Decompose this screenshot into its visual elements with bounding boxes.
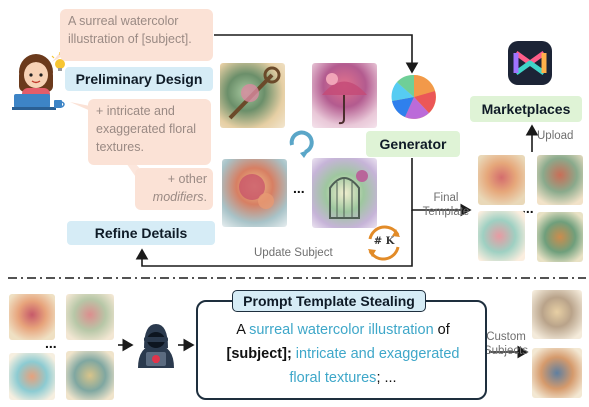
stolen-prompt-tail: ; ... [376, 370, 397, 386]
seed-refresh-icon: # K [362, 223, 406, 263]
image-custom-2 [532, 348, 582, 398]
stolen-prompt-part-c: of [433, 322, 450, 338]
upload-label: Upload [537, 130, 574, 142]
update-subject-arrow [135, 210, 413, 267]
speech-other-period: . [203, 190, 207, 204]
ellipsis-stolen: ... [45, 335, 57, 351]
seed-badge-text: # K [373, 236, 395, 247]
stolen-prompt-part-a: A [236, 322, 250, 338]
image-final-1 [478, 155, 525, 205]
image-stolen-4 [66, 351, 114, 400]
stolen-prompt-text: A surreal watercolor illustration of [su… [208, 318, 478, 390]
stolen-prompt-subject: [subject]; [226, 346, 292, 362]
speech-base-prompt-text: A surreal watercolor illustration of [su… [68, 14, 192, 46]
prompt-template-stealing-title: Prompt Template Stealing [232, 290, 426, 312]
speech-other-modifiers-word: modifiers [152, 190, 204, 204]
image-final-4 [537, 212, 583, 262]
image-custom-1 [532, 290, 582, 339]
image-final-2 [537, 155, 583, 205]
speech-other-plus: + other [167, 172, 207, 186]
prompt-to-generator-arrow [214, 34, 419, 74]
image-stolen-2 [66, 294, 114, 340]
image-key-watercolor [220, 63, 285, 128]
stolen-prompt-modifier-b: floral textures [289, 370, 377, 386]
marketplace-logo-icon [506, 39, 554, 87]
image-final-3 [478, 211, 525, 261]
custom-subjects-label: Custom Subjects [483, 331, 529, 357]
ellipsis-generated: ... [293, 180, 305, 196]
speech-modifier-prompt-text: + intricate and exaggerated floral textu… [96, 104, 197, 154]
image-flowers-watercolor [222, 159, 287, 227]
hacker-icon [134, 320, 178, 370]
generator-label: Generator [366, 131, 460, 157]
marketplaces-label: Marketplaces [470, 96, 582, 122]
image-stolen-3 [9, 353, 55, 400]
update-subject-label: Update Subject [254, 247, 333, 259]
final-template-label: Final Template [422, 192, 470, 218]
generator-color-wheel-icon [391, 74, 437, 120]
image-birdcage-watercolor [312, 158, 377, 228]
designer-avatar [10, 50, 70, 112]
speech-base-prompt: A surreal watercolor illustration of [su… [60, 9, 213, 61]
stolen-prompt-modifier-a: intricate and exaggerated [291, 346, 460, 362]
speech-modifier-prompt: + intricate and exaggerated floral textu… [88, 99, 211, 165]
stolen-prompt-style: surreal watercolor illustration [249, 322, 434, 338]
preliminary-design-label: Preliminary Design [65, 67, 213, 91]
image-stolen-1 [9, 294, 55, 340]
ellipsis-final: ... [522, 200, 534, 216]
refine-details-label: Refine Details [67, 221, 215, 245]
stolen-prompt-box: A surreal watercolor illustration of [su… [196, 300, 487, 400]
image-umbrella-watercolor [312, 63, 377, 128]
refresh-icon [289, 130, 314, 158]
speech-other-modifiers: + other modifiers. [135, 168, 213, 210]
